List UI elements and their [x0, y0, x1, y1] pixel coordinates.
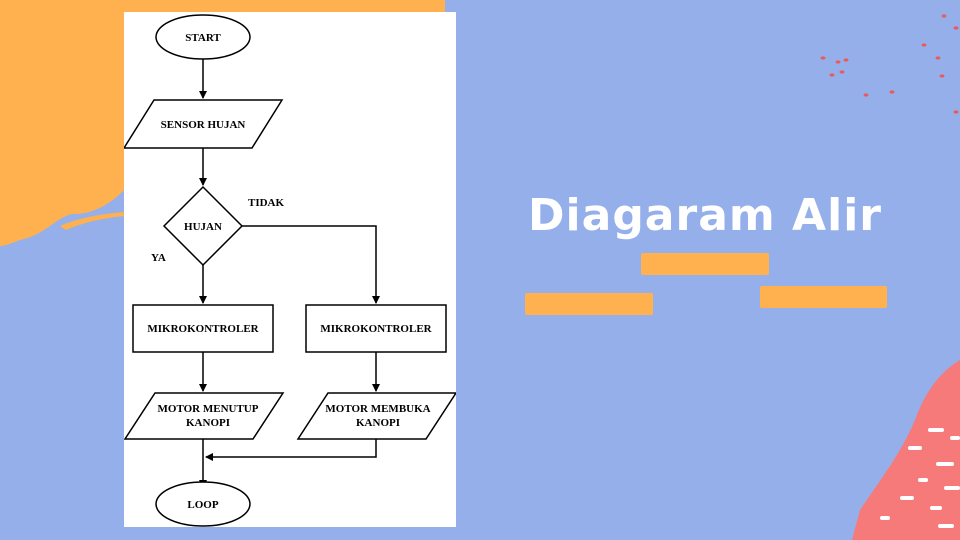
yes-label: YA — [151, 252, 166, 264]
arrow-right-motor-merge — [205, 439, 377, 461]
orange-blob — [0, 0, 445, 246]
sensor-input-shape — [124, 99, 284, 149]
left-motor-shape — [124, 392, 285, 440]
decision-label: HUJAN — [184, 221, 222, 233]
right-motor-shape — [296, 392, 456, 440]
red-dots — [820, 14, 959, 114]
arrow-no-branch — [242, 225, 380, 304]
right-motor-label-line2: KANOPI — [356, 417, 400, 429]
no-label: TIDAK — [248, 197, 285, 209]
right-controller-label: MIKROKONTROLER — [320, 323, 432, 335]
slide-title: Diagaram Alir — [528, 190, 882, 241]
start-label: START — [185, 32, 221, 44]
left-motor-label-line1: MOTOR MENUTUP — [158, 403, 259, 415]
accent-bar-left — [525, 293, 653, 315]
accent-bar-right — [760, 286, 887, 308]
left-controller-label: MIKROKONTROLER — [147, 323, 259, 335]
loop-label: LOOP — [187, 499, 218, 511]
orange-streak — [60, 212, 124, 230]
right-motor-label-line1: MOTOR MEMBUKA — [325, 403, 430, 415]
flowchart-panel: START SENSOR HUJAN HUJAN TIDAK YA MIKROK… — [124, 12, 456, 527]
red-blob — [852, 360, 960, 540]
start-terminal — [155, 14, 251, 60]
decision-diamond — [162, 185, 244, 267]
red-blob-dashes — [880, 428, 960, 528]
accent-bar-top — [641, 253, 769, 275]
flowchart: START SENSOR HUJAN HUJAN TIDAK YA MIKROK… — [124, 14, 456, 527]
sensor-label: SENSOR HUJAN — [161, 119, 246, 131]
loop-terminal — [155, 481, 251, 527]
flow-connectors — [199, 59, 380, 488]
left-motor-label-line2: KANOPI — [186, 417, 230, 429]
left-controller-box — [132, 304, 274, 353]
right-controller-box — [305, 304, 447, 353]
